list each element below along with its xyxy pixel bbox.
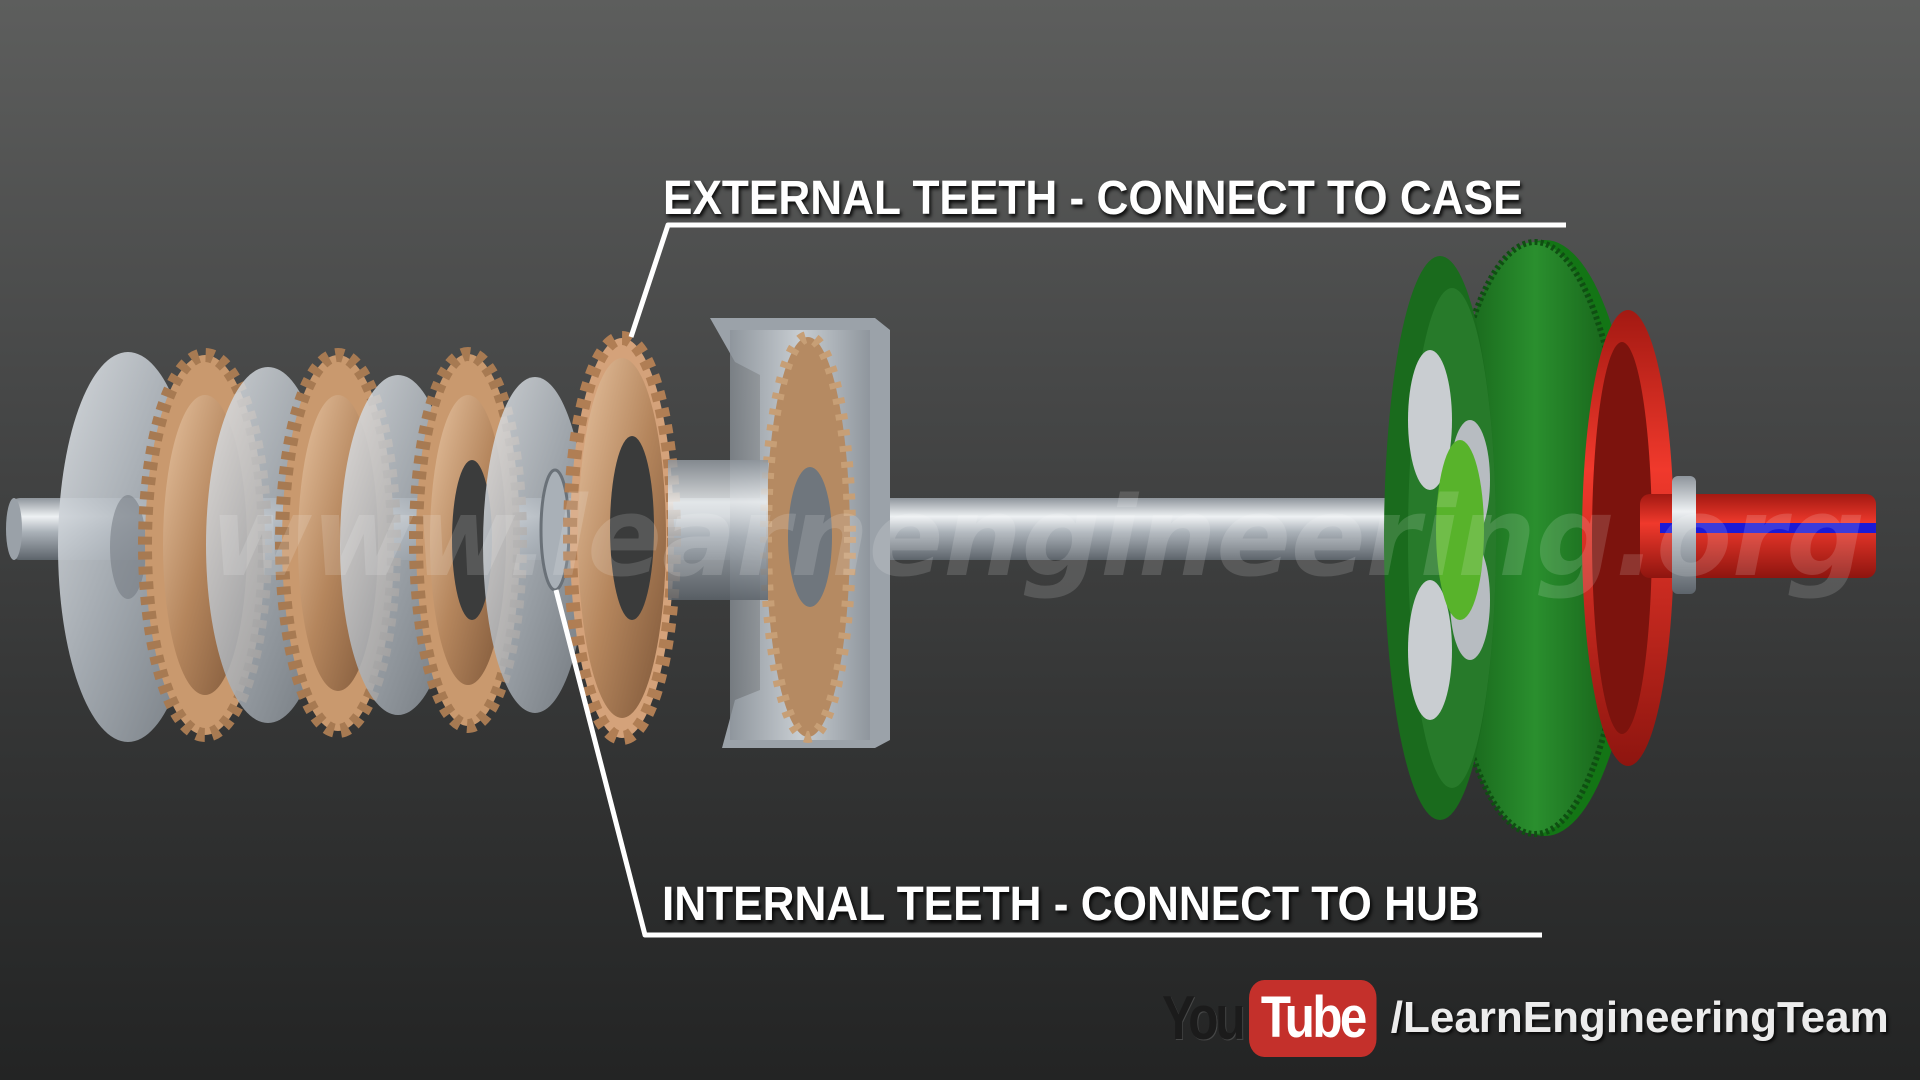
output-shaft (1640, 494, 1876, 578)
ring-gear (1440, 239, 1640, 837)
internal-teeth-leader-line (553, 589, 1542, 938)
hub-spline (539, 468, 571, 592)
callout-internal-teeth: INTERNAL TEETH - CONNECT TO HUB (662, 878, 1480, 931)
friction-plate-highlighted (563, 331, 681, 745)
external-teeth-leader-line (628, 222, 1566, 338)
carrier-disc (1582, 310, 1674, 766)
steel-plate (483, 377, 587, 713)
youtube-logo-tube: Tube (1248, 979, 1377, 1057)
watermark-text: www.learnengineering.org (210, 473, 1865, 601)
callout-external-teeth: EXTERNAL TEETH - CONNECT TO CASE (663, 172, 1523, 225)
ring-gear-face (1384, 256, 1496, 820)
output-shaft-stripe (1660, 523, 1876, 533)
channel-handle: /LearnEngineeringTeam (1390, 993, 1889, 1042)
clutch-drum (668, 318, 890, 748)
shaft-end-face (6, 498, 22, 560)
youtube-branding: You Tube /LearnEngineeringTeam (1142, 978, 1889, 1058)
shaft-collar (1672, 476, 1696, 594)
youtube-logo: You (1162, 983, 1246, 1053)
